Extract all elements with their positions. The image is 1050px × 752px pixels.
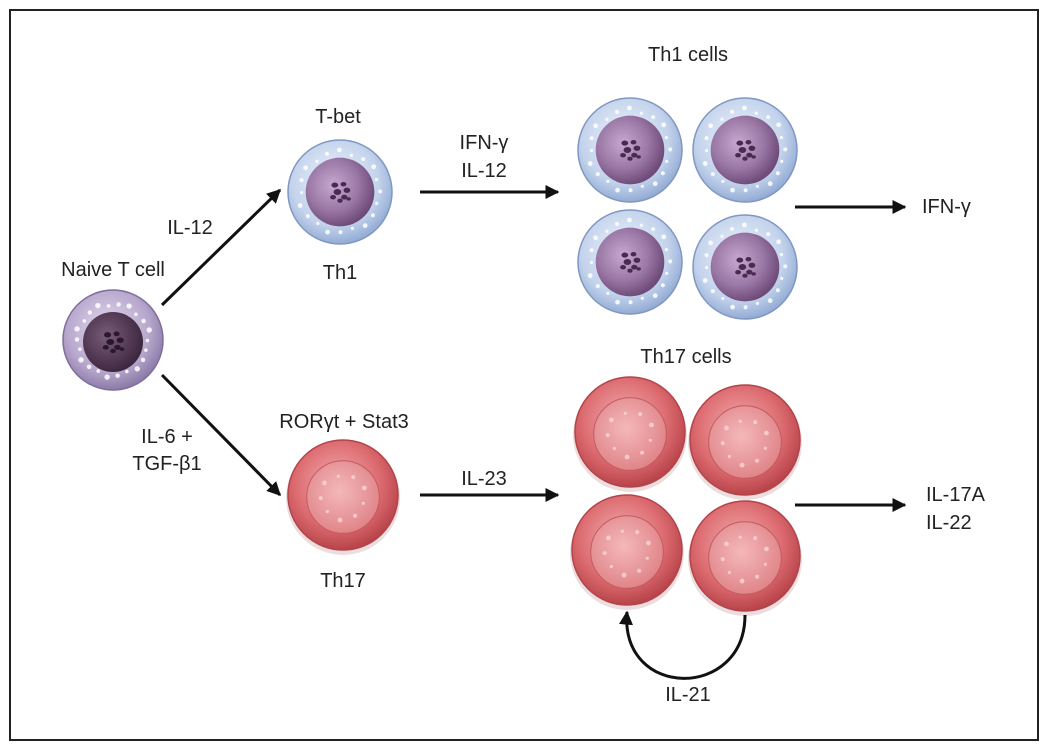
th1-cell-cluster-4 [692, 214, 798, 320]
arrow-il21-loop [619, 610, 747, 680]
il21-label: IL-21 [665, 684, 711, 706]
th1-cell-cluster-2 [692, 97, 798, 203]
th1-cells-label: Th1 cells [647, 44, 729, 66]
th17-label: Th17 [320, 570, 366, 592]
th1-cell [287, 139, 393, 245]
il6-label: IL-6 + [141, 426, 193, 448]
th17-cell-cluster-1 [573, 376, 687, 492]
il22-label: IL-22 [926, 512, 972, 534]
il17a-label: IL-17A [926, 484, 985, 506]
tgf-label: TGF-β1 [132, 453, 202, 475]
th17-cell-cluster-3 [570, 494, 684, 610]
il12-label: IL-12 [167, 217, 213, 239]
ror-stat3-label: RORγt + Stat3 [279, 411, 409, 433]
th1-cell-cluster-1 [577, 97, 683, 203]
tbet-label: T-bet [315, 106, 361, 128]
arrow-naive-to-th17 [160, 373, 282, 497]
il12-second-label: IL-12 [461, 160, 507, 182]
th1-cell-cluster-3 [577, 209, 683, 315]
th1-label: Th1 [322, 262, 358, 284]
arrow-naive-to-th1 [160, 188, 282, 307]
th17-cell-cluster-2 [688, 384, 802, 500]
il23-label: IL-23 [461, 468, 507, 490]
th17-cell-cluster-4 [688, 500, 802, 616]
naive-t-cell [62, 289, 164, 391]
ifng-label: IFN-γ [459, 132, 509, 154]
th17-cells-label: Th17 cells [640, 346, 732, 368]
diagram-border [9, 9, 1039, 741]
th17-cell [286, 439, 400, 555]
ifng-output-label: IFN-γ [922, 196, 971, 218]
naive-t-cell-label: Naive T cell [61, 259, 165, 281]
